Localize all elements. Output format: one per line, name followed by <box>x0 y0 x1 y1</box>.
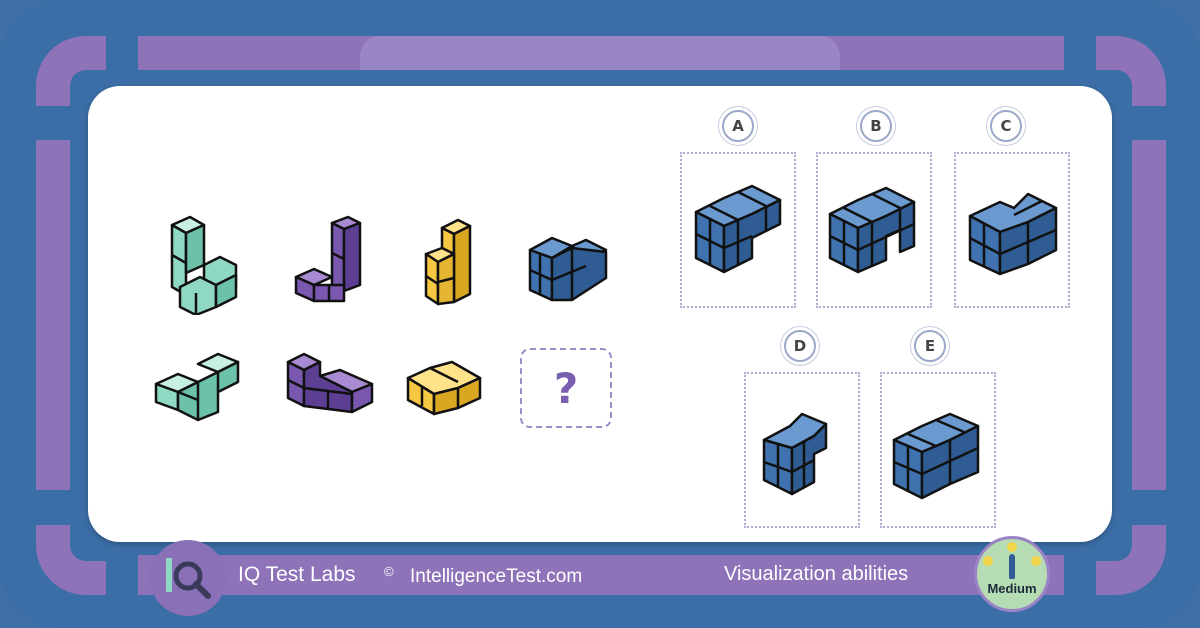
frame-band-highlight <box>360 36 840 70</box>
brand-name: IQ Test Labs <box>238 563 356 586</box>
option-b-shape <box>828 186 916 274</box>
question-mark: ? <box>553 363 579 413</box>
yellow-shape-1 <box>424 218 472 306</box>
option-c-label[interactable]: C <box>990 110 1022 142</box>
purple-shape-1 <box>294 215 362 303</box>
frame-corner <box>36 36 106 106</box>
difficulty-gauge: Medium <box>974 536 1050 612</box>
iq-logo <box>150 540 226 616</box>
option-b-label[interactable]: B <box>860 110 892 142</box>
option-e-label[interactable]: E <box>914 330 946 362</box>
frame-band-bottom <box>138 555 1064 595</box>
blue-shape-1 <box>528 236 608 302</box>
option-d-box[interactable] <box>744 372 860 528</box>
gauge-icon <box>983 542 1041 579</box>
option-a-box[interactable] <box>680 152 796 308</box>
difficulty-label: Medium <box>987 581 1037 596</box>
frame-band-right <box>1132 140 1166 490</box>
option-a-shape <box>694 184 782 274</box>
option-a-label[interactable]: A <box>722 110 754 142</box>
option-c-shape <box>968 192 1058 276</box>
mint-shape-2 <box>154 352 240 422</box>
option-d-label[interactable]: D <box>784 330 816 362</box>
mint-shape-1 <box>170 215 238 315</box>
category-label: Visualization abilities <box>724 563 909 585</box>
option-d-shape <box>762 412 828 496</box>
magnifier-icon <box>166 558 211 599</box>
missing-piece-box: ? <box>520 348 612 428</box>
option-e-box[interactable] <box>880 372 996 528</box>
frame-band-left <box>36 140 70 490</box>
copyright-symbol: © <box>384 564 394 579</box>
option-b-box[interactable] <box>816 152 932 308</box>
purple-shape-2 <box>286 352 374 414</box>
option-e-shape <box>892 412 980 500</box>
brand-site-link[interactable]: IntelligenceTest.com <box>410 566 583 587</box>
option-c-box[interactable] <box>954 152 1070 308</box>
yellow-shape-2 <box>406 360 482 416</box>
